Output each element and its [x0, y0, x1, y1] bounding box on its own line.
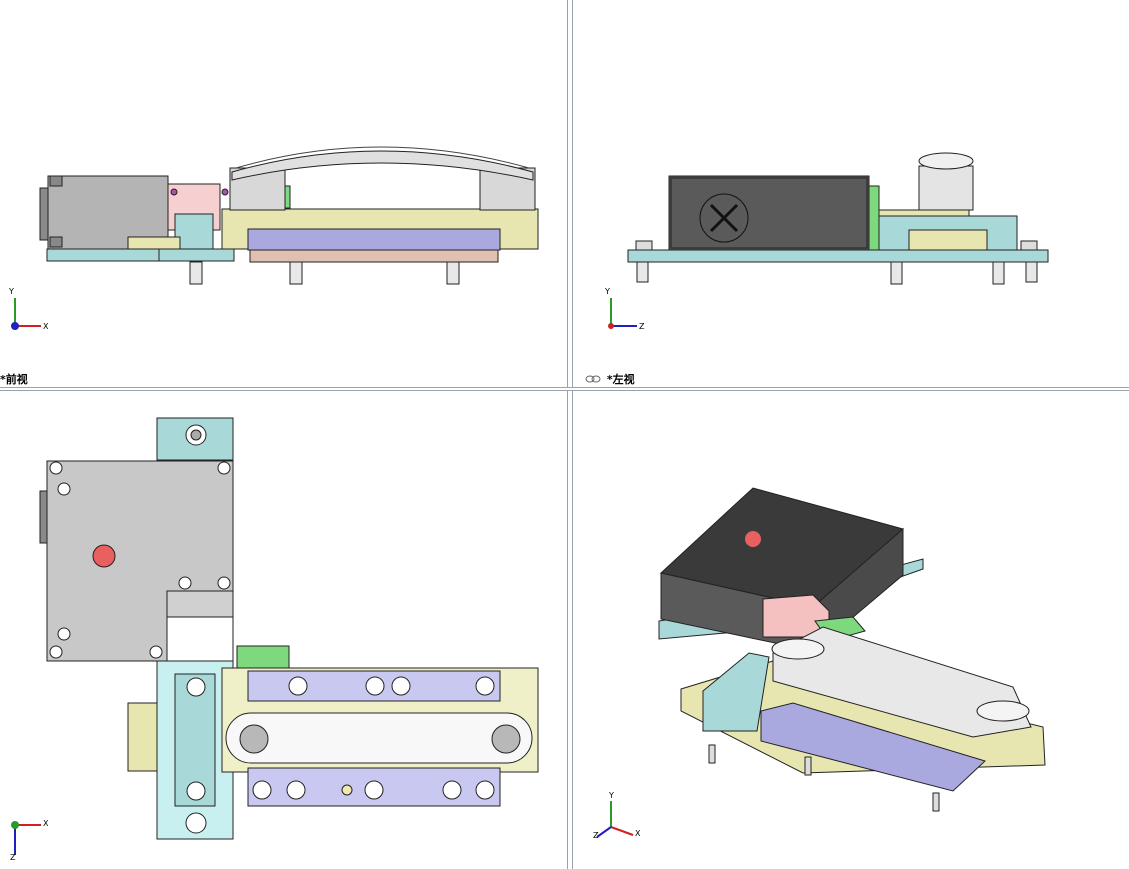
- isometric-view-drawing: [658, 487, 1046, 812]
- axis-z-label: Z: [639, 322, 645, 331]
- view-label-text: *左视: [606, 373, 635, 386]
- top-view-drawing: [39, 417, 539, 840]
- horizontal-splitter[interactable]: [0, 387, 1129, 391]
- axis-z-label: Z: [10, 853, 16, 862]
- link-icon: [585, 374, 601, 387]
- viewport-left[interactable]: Y Z *左视: [573, 0, 1129, 387]
- axis-y-label: Y: [609, 791, 614, 800]
- axis-z-label: Z: [593, 831, 599, 840]
- vertical-splitter[interactable]: [567, 0, 573, 869]
- front-view-label: *前视: [0, 371, 28, 387]
- axis-y-label: Y: [605, 287, 610, 296]
- viewport-top[interactable]: X Z: [0, 391, 567, 869]
- iso-view-axis-triad: [596, 801, 634, 838]
- left-view-label: *左视: [585, 371, 635, 387]
- front-view-axis-triad: [11, 298, 41, 330]
- axis-y-label: Y: [9, 287, 14, 296]
- axis-x-label: X: [43, 819, 49, 828]
- front-view-drawing: [39, 146, 539, 285]
- left-view-drawing: [627, 152, 1049, 285]
- left-view-axis-triad: [608, 298, 637, 329]
- axis-x-label: X: [43, 322, 49, 331]
- top-view-axis-triad: [11, 821, 41, 855]
- view-label-text: *前视: [0, 373, 28, 386]
- axis-x-label: X: [635, 829, 641, 838]
- viewport-isometric[interactable]: Y Z X: [573, 391, 1129, 869]
- viewport-front[interactable]: Y X *前视: [0, 0, 567, 387]
